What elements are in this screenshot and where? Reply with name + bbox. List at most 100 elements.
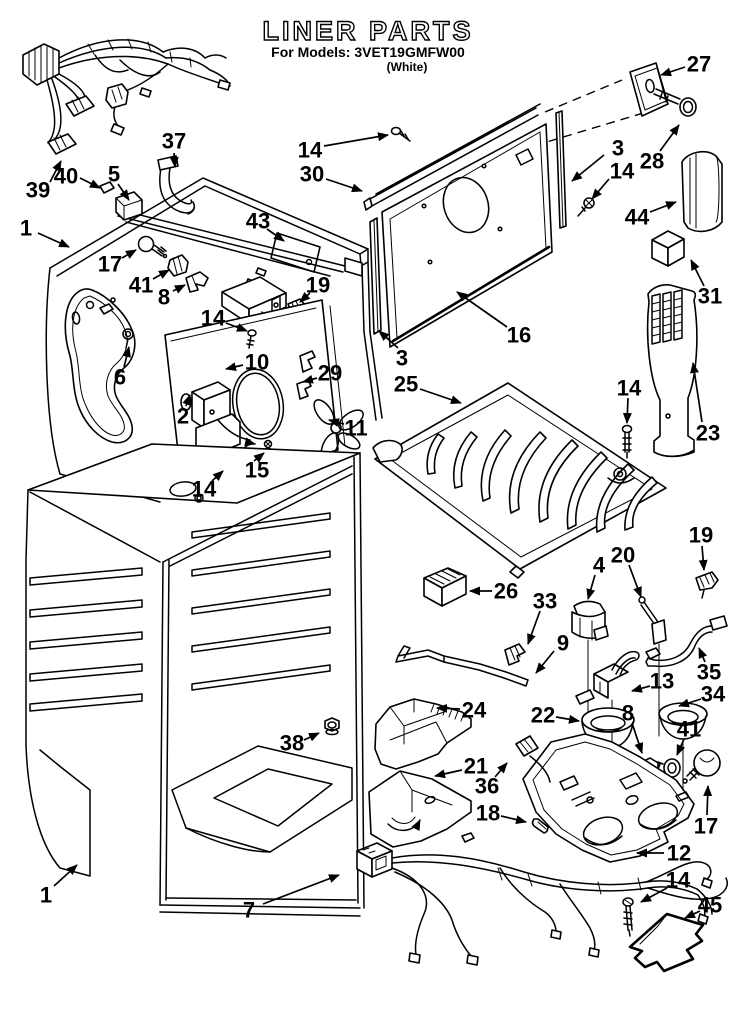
callout-arrow-10-25 [225, 362, 244, 372]
callout-arrow-17-19 [121, 249, 137, 259]
plate-45-drawing [622, 897, 705, 973]
callout-label-39-0: 39 [26, 178, 50, 203]
callout-label-38-31: 38 [280, 731, 304, 756]
title-block: LINER PARTS For Models: 3VET19GMFW00 (Wh… [262, 15, 473, 74]
evaporator-panel-16-drawing [363, 79, 661, 421]
parts-27-28-44-31-23-drawing [621, 62, 723, 459]
callout-arrow-28-11 [659, 124, 680, 152]
callout-label-17-50: 17 [694, 814, 718, 839]
callout-arrow-8-44 [631, 722, 644, 754]
callout-arrow-41-45 [676, 738, 686, 756]
callout-label-35-40: 35 [697, 660, 721, 685]
callout-arrow-39-0 [49, 160, 62, 183]
callout-arrow-1-4 [37, 232, 70, 248]
callout-arrow-6-24 [122, 346, 131, 368]
callout-label-33-35: 33 [533, 589, 557, 614]
callout-label-43-5: 43 [246, 209, 270, 234]
callout-arrow-14-52 [640, 887, 668, 903]
callout-label-14-13: 14 [610, 159, 635, 184]
callout-label-1-32: 1 [40, 883, 52, 908]
callout-arrow-25-18 [419, 388, 462, 405]
callout-label-14-23: 14 [201, 306, 226, 331]
callout-label-16-9: 16 [507, 323, 531, 348]
callout-label-19-38: 19 [689, 523, 713, 548]
callout-arrow-35-40 [698, 647, 708, 663]
callout-arrow-14-23 [225, 322, 248, 332]
wiring-harness-39-drawing [22, 38, 231, 155]
callout-arrow-14-30 [211, 470, 224, 482]
upper-liner-drawing [29, 155, 371, 563]
callout-arrow-45-53 [684, 909, 701, 919]
callout-label-31-15: 31 [698, 284, 722, 309]
callout-label-7-33: 7 [243, 898, 255, 923]
callout-label-19-22: 19 [306, 273, 330, 298]
callout-arrow-29-26 [302, 374, 318, 384]
callout-arrow-23-16 [690, 362, 703, 423]
callout-label-41-20: 41 [129, 273, 153, 298]
callout-arrow-11-28 [328, 418, 345, 427]
callout-arrow-37-3 [169, 152, 179, 168]
callout-arrow-34-42 [678, 698, 702, 708]
control-housing-12-drawing [461, 733, 695, 863]
callout-label-2-27: 2 [177, 404, 189, 429]
callout-label-5-2: 5 [108, 162, 120, 187]
callout-arrow-24-46 [436, 703, 461, 713]
callout-label-37-3: 37 [162, 129, 186, 154]
callout-arrow-13-41 [631, 683, 651, 693]
callout-arrow-41-20 [152, 269, 170, 280]
callout-label-14-17: 14 [617, 376, 642, 401]
callout-label-28-11: 28 [640, 149, 664, 174]
callout-label-1-4: 1 [20, 216, 32, 241]
callout-arrow-1-32 [53, 864, 78, 887]
callout-label-4-36: 4 [593, 553, 606, 578]
callout-arrow-20-37 [628, 564, 642, 598]
callout-arrow-14-17 [622, 397, 632, 424]
callout-arrow-33-35 [527, 610, 541, 645]
callout-arrow-8-21 [172, 284, 186, 294]
callout-label-36-48: 36 [475, 774, 499, 799]
callout-arrow-40-1 [79, 177, 101, 189]
callout-label-27-10: 27 [687, 52, 711, 77]
callout-label-11-28: 11 [344, 416, 367, 441]
callout-label-14-52: 14 [666, 868, 691, 893]
callout-arrow-2-27 [182, 394, 191, 407]
callout-arrow-9-39 [535, 650, 555, 674]
callout-label-22-43: 22 [531, 703, 555, 728]
callout-label-44-14: 44 [625, 205, 650, 230]
liner-cabinet-1-drawing [25, 443, 365, 917]
callout-arrow-44-14 [649, 201, 677, 213]
callout-label-3-8: 3 [396, 346, 408, 371]
callout-label-23-16: 23 [696, 421, 720, 446]
callout-arrow-18-49 [500, 815, 527, 825]
callout-label-8-21: 8 [158, 285, 170, 310]
callout-arrow-43-5 [266, 228, 285, 242]
callout-arrow-14-6 [323, 132, 389, 147]
foam-ducts-24-21-drawing [368, 698, 472, 848]
callout-label-20-37: 20 [611, 543, 635, 568]
callout-label-25-18: 25 [394, 372, 418, 397]
page-title: LINER PARTS [262, 16, 473, 46]
callout-arrow-3-12 [571, 154, 605, 182]
callout-label-45-53: 45 [698, 893, 722, 918]
callout-label-24-46: 24 [462, 698, 487, 723]
callout-label-8-44: 8 [622, 701, 634, 726]
callout-label-30-7: 30 [300, 162, 324, 187]
callout-arrow-17-50 [703, 785, 713, 816]
callout-arrow-5-2 [117, 183, 130, 201]
wiring-harness-7-drawing [356, 842, 728, 966]
callout-label-41-45: 41 [677, 717, 701, 742]
callout-label-14-6: 14 [298, 138, 323, 163]
callout-label-13-41: 13 [650, 669, 674, 694]
callout-arrow-3-8 [378, 330, 399, 349]
callout-label-29-26: 29 [318, 361, 342, 386]
callout-label-21-47: 21 [464, 754, 488, 779]
callout-arrow-27-10 [660, 66, 686, 77]
callout-label-17-19: 17 [98, 252, 122, 277]
callout-arrow-15-29 [253, 452, 265, 463]
finish-subtitle: (White) [387, 60, 428, 74]
thermostat-lamp-cluster-drawing [395, 571, 728, 813]
callout-arrow-31-15 [690, 259, 705, 287]
callout-arrow-38-31 [303, 732, 320, 742]
